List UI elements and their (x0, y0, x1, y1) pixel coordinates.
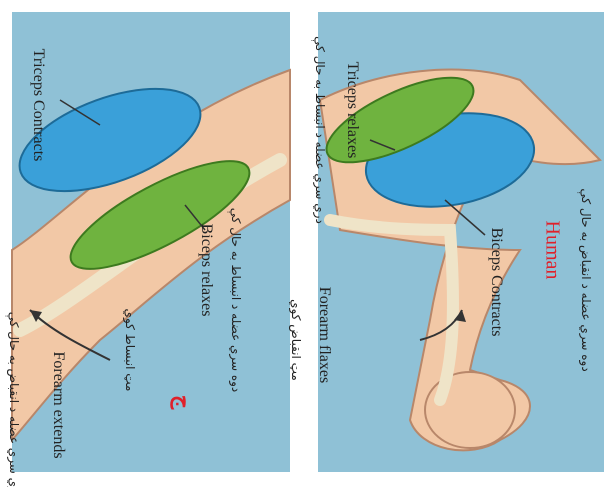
biceps-relaxes-label: Biceps relaxes (197, 224, 215, 317)
fist (425, 372, 515, 448)
forearm-extends-label: Forearm extends (49, 351, 67, 458)
forearm-flexes-label: Forearm flaxes (315, 287, 333, 383)
triceps-contracts-pashto-label: دري سري عضله د انقباض به حال کې (7, 312, 21, 487)
forearm-flexes-pashto-label: مټ انقباض کوي (289, 299, 303, 381)
title-label: Human (541, 221, 564, 280)
triceps-contracts-label: Triceps Contracts (29, 49, 47, 162)
panel-mark-label: ج (170, 395, 196, 409)
biceps-contracts-label: Biceps Contracts (487, 228, 505, 337)
biceps-relaxes-pashto-label: دوه سري عضله د انبساط به حال کې (229, 208, 243, 393)
triceps-relaxes-pashto-label: دري سري عضله د انبساط به حال کې (313, 36, 327, 224)
biceps-contracts-pashto-label: دوه سري عضله د انقباض به حال کې (579, 188, 593, 371)
forearm-extends-pashto-label: مټ انبساط کوي (123, 309, 137, 392)
triceps-relaxes-label: Triceps relaxes (343, 62, 361, 159)
